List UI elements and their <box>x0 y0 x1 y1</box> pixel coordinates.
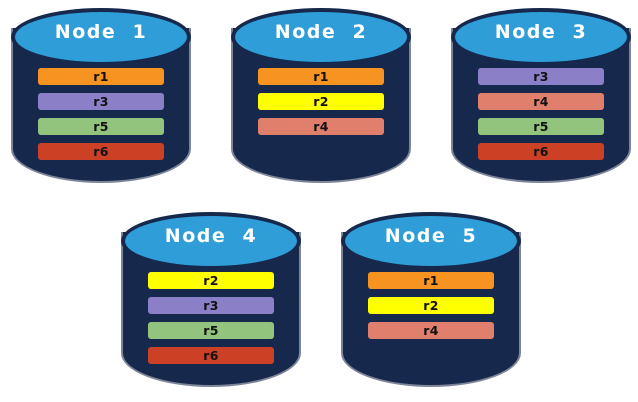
cylinder-top-ellipse <box>231 8 411 66</box>
replica-bar-r6[interactable]: r6 <box>38 143 164 160</box>
replica-bar-r2[interactable]: r2 <box>368 297 494 314</box>
replica-bar-r5[interactable]: r5 <box>478 118 604 135</box>
node-1[interactable]: Node 1 r1 r3 r5 r6 <box>11 6 191 191</box>
replica-bar-r5[interactable]: r5 <box>148 322 274 339</box>
cylinder-top-ellipse <box>341 212 521 270</box>
replica-bar-r6[interactable]: r6 <box>148 347 274 364</box>
node-title: Node 2 <box>274 21 368 43</box>
replica-bar-r3[interactable]: r3 <box>148 297 274 314</box>
replica-bar-r1[interactable]: r1 <box>368 272 494 289</box>
replica-bar-r6[interactable]: r6 <box>478 143 604 160</box>
replica-bar-r2[interactable]: r2 <box>258 93 384 110</box>
node-title: Node 1 <box>54 21 148 43</box>
replica-bar-r4[interactable]: r4 <box>478 93 604 110</box>
replica-bar-r2[interactable]: r2 <box>148 272 274 289</box>
cylinder-top-ellipse <box>451 8 631 66</box>
replica-bar-r3[interactable]: r3 <box>478 68 604 85</box>
node-title: Node 3 <box>494 21 588 43</box>
cylinder-top-ellipse <box>11 8 191 66</box>
replica-list: r3 r4 r5 r6 <box>478 68 604 160</box>
replica-list: r2 r3 r5 r6 <box>148 272 274 364</box>
replica-bar-r1[interactable]: r1 <box>38 68 164 85</box>
replica-list: r1 r3 r5 r6 <box>38 68 164 160</box>
cylinder-top-ellipse <box>121 212 301 270</box>
node-4[interactable]: Node 4 r2 r3 r5 r6 <box>121 210 301 395</box>
replica-bar-r4[interactable]: r4 <box>258 118 384 135</box>
node-5[interactable]: Node 5 r1 r2 r4 <box>341 210 521 395</box>
replica-bar-r5[interactable]: r5 <box>38 118 164 135</box>
node-2[interactable]: Node 2 r1 r2 r4 <box>231 6 411 191</box>
node-title: Node 4 <box>164 225 258 247</box>
replica-list: r1 r2 r4 <box>368 272 494 339</box>
replica-bar-r4[interactable]: r4 <box>368 322 494 339</box>
replica-bar-r1[interactable]: r1 <box>258 68 384 85</box>
node-3[interactable]: Node 3 r3 r4 r5 r6 <box>451 6 631 191</box>
replica-list: r1 r2 r4 <box>258 68 384 135</box>
node-title: Node 5 <box>384 225 478 247</box>
replica-bar-r3[interactable]: r3 <box>38 93 164 110</box>
